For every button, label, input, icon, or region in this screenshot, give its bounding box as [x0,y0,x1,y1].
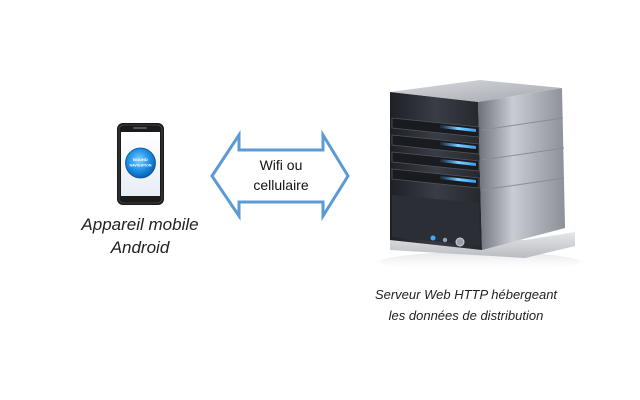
server-label-line1: Serveur Web HTTP hébergeant [375,287,558,302]
connection-label-line1: Wifi ou [260,157,303,173]
server-led [440,176,476,183]
server-led [440,142,476,149]
server-led [440,159,476,166]
phone-screen-text-line1: BOUND [133,157,148,162]
phone-screen-text-line2: NAVIGATION [129,164,151,168]
drive-bay [391,151,480,172]
android-phone-icon: BOUND NAVIGATION [117,123,164,205]
phone-label-line1: Appareil mobile [80,215,198,234]
status-light [430,235,436,241]
drive-bay [391,134,480,155]
server-side [478,88,565,250]
status-light [442,237,448,243]
server-top [390,80,562,102]
connection-label-line2: cellulaire [253,177,308,193]
phone-app-logo [125,147,156,179]
phone-label-line2: Android [110,238,170,257]
bidirectional-arrow-icon [210,129,350,222]
server-icon [380,80,580,272]
drive-bay [391,117,480,138]
power-button-icon [455,237,465,247]
drive-bay [391,168,480,189]
server-led [440,125,476,132]
server-label-line2: les données de distribution [389,308,544,323]
